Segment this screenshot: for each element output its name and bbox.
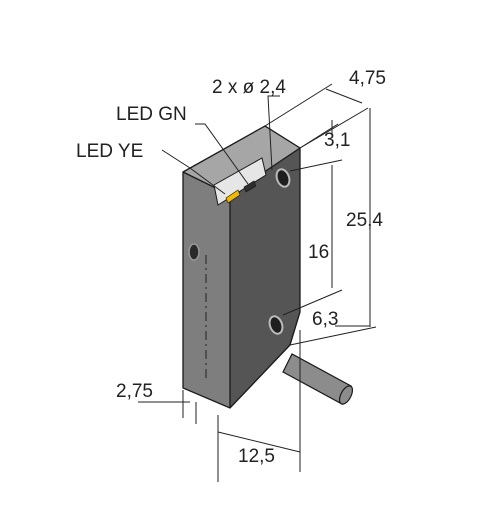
leader-led-ye [161,149,226,195]
mounting-hole-icon [275,168,291,188]
dim-width-label: 12,5 [238,446,275,467]
led-yellow-indicator [225,189,241,204]
mounting-hole-icon [188,243,200,261]
sensor-housing [182,125,301,409]
housing-side-face [230,148,300,408]
text-labels: 2 x ø 2,4 LED GN LED YE 4,75 3,1 25,4 16… [76,68,386,467]
cable [282,353,354,405]
led-green-indicator [243,180,257,193]
cable-end [338,385,354,405]
leader-led-gn [195,123,249,185]
hole-spec-label: 2 x ø 2,4 [212,77,286,98]
mounting-hole-icon [268,315,284,335]
dim-hole-spacing-label: 16 [308,242,329,263]
dim-total-height-label: 25,4 [346,210,383,231]
dim-hole-offset-top-label: 3,1 [324,130,350,151]
led-ye-label: LED YE [76,141,143,162]
leader-hole-spec [267,95,280,171]
housing-front-face [183,172,230,408]
dim-depth-label: 4,75 [349,68,386,89]
led-panel [213,157,267,206]
dim-hole-offset-bottom-label: 6,3 [312,309,338,330]
dimension-lines [138,83,377,482]
dim-side-offset-label: 2,75 [116,381,153,402]
led-gn-label: LED GN [116,104,187,125]
leader-lines [161,95,280,195]
